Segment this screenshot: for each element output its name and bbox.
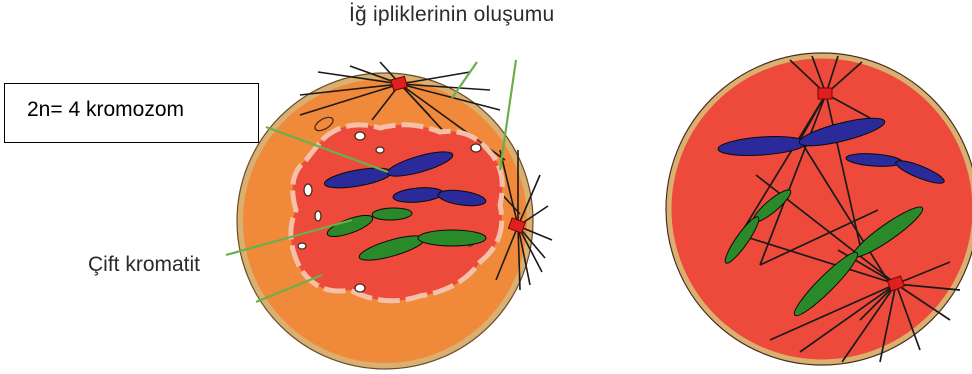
- chromosome-count-box: 2n= 4 kromozom: [4, 83, 259, 143]
- right-cell: [666, 53, 972, 365]
- double-chromatid-label: Çift kromatit: [88, 253, 200, 277]
- right-top-centriole: [818, 88, 832, 99]
- green-chromosome-2b: [418, 230, 486, 246]
- chromosome-count-label: 2n= 4 kromozom: [27, 98, 184, 122]
- left-cell: [237, 62, 552, 369]
- spindle-formation-label: İğ ipliklerinin oluşumu: [349, 3, 554, 27]
